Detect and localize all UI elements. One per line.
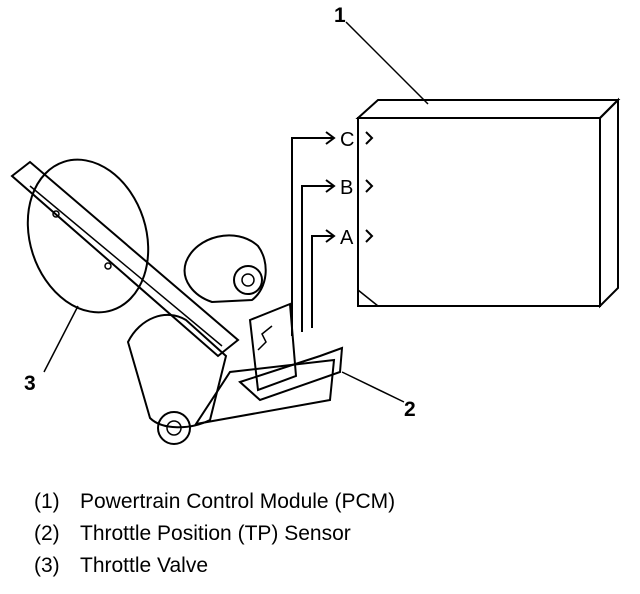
callout-3-leader	[43, 305, 79, 373]
callout-1-label: 1	[334, 4, 346, 27]
pin-a-label: A	[340, 227, 354, 249]
pin-b-label: B	[340, 177, 353, 199]
callout-3-label: 3	[24, 372, 36, 395]
legend-number: (2)	[34, 522, 60, 545]
wire-c: C	[291, 129, 374, 300]
legend-label: Throttle Position (TP) Sensor	[80, 522, 351, 545]
legend-number: (1)	[34, 490, 60, 513]
tp-sensor	[238, 300, 344, 402]
legend-item: (2) Throttle Position (TP) Sensor	[34, 518, 395, 550]
component-legend: (1) Powertrain Control Module (PCM) (2) Th…	[34, 486, 395, 582]
throttle-body	[126, 234, 336, 445]
pcm-module	[355, 97, 621, 309]
tp-sensor-diagram: 1 C B A	[10, 4, 621, 445]
wire-a: A	[311, 227, 374, 300]
wire-b: B	[301, 177, 374, 300]
legend-item: (1) Powertrain Control Module (PCM)	[34, 486, 395, 518]
pin-c-label: C	[340, 129, 354, 151]
callout-2-leader	[341, 371, 405, 403]
legend-item: (3) Throttle Valve	[34, 550, 395, 582]
legend-label: Powertrain Control Module (PCM)	[80, 490, 396, 513]
legend-number: (3)	[34, 554, 60, 577]
throttle-valve	[10, 158, 240, 358]
callout-1-leader	[345, 21, 429, 105]
callout-2-label: 2	[404, 398, 416, 421]
legend-label: Throttle Valve	[80, 554, 208, 577]
